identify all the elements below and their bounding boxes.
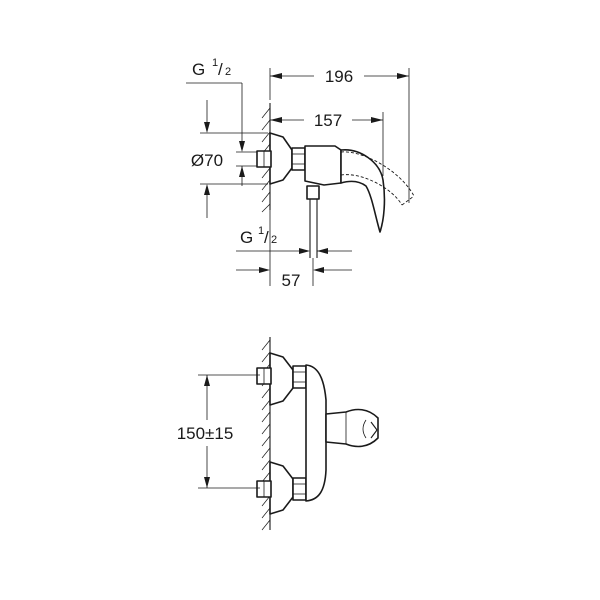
thread-bottom-den: 2: [271, 234, 277, 246]
dim-57: 57: [236, 210, 352, 290]
dim-diameter-label: Ø70: [191, 151, 223, 170]
dim-spacing-label: 150±15: [177, 424, 234, 443]
nut-lower: [292, 477, 307, 501]
thread-top-g: G: [192, 60, 205, 79]
thread-label-bottom: G 1 / 2: [236, 225, 352, 254]
connection-nut-top: [291, 147, 306, 171]
dim-diameter: Ø70: [182, 100, 268, 218]
mixer-body-top: [304, 145, 342, 186]
handle-front: [325, 408, 379, 448]
dim-spacing: 150±15: [177, 374, 260, 489]
svg-text:/: /: [218, 60, 223, 79]
dim-196-label: 196: [325, 67, 353, 86]
escutcheon-upper: [269, 352, 294, 406]
escutcheon-lower: [269, 461, 294, 515]
nut-upper: [292, 365, 307, 389]
dim-196: 196: [269, 64, 410, 203]
thread-bottom-g: G: [240, 228, 253, 247]
escutcheon-top: [269, 132, 293, 185]
thread-top-num: 1: [212, 57, 218, 69]
thread-top-den: 2: [225, 66, 231, 78]
dim-157-label: 157: [314, 111, 342, 130]
mixer-body-front: [305, 364, 327, 502]
dim-57-label: 57: [282, 271, 301, 290]
svg-text:/: /: [264, 228, 269, 247]
outlet-pipe: [306, 185, 320, 200]
handle-alt-position: [340, 151, 415, 197]
side-view: 196 157 G 1 / 2: [182, 57, 415, 290]
thread-label-top: G 1 / 2: [186, 57, 257, 186]
wall-hatching-front: [261, 337, 271, 531]
dim-157: 157: [270, 108, 384, 176]
front-view: 150±15: [177, 337, 379, 531]
handle-lever: [340, 149, 386, 233]
thread-bottom-num: 1: [258, 225, 264, 237]
